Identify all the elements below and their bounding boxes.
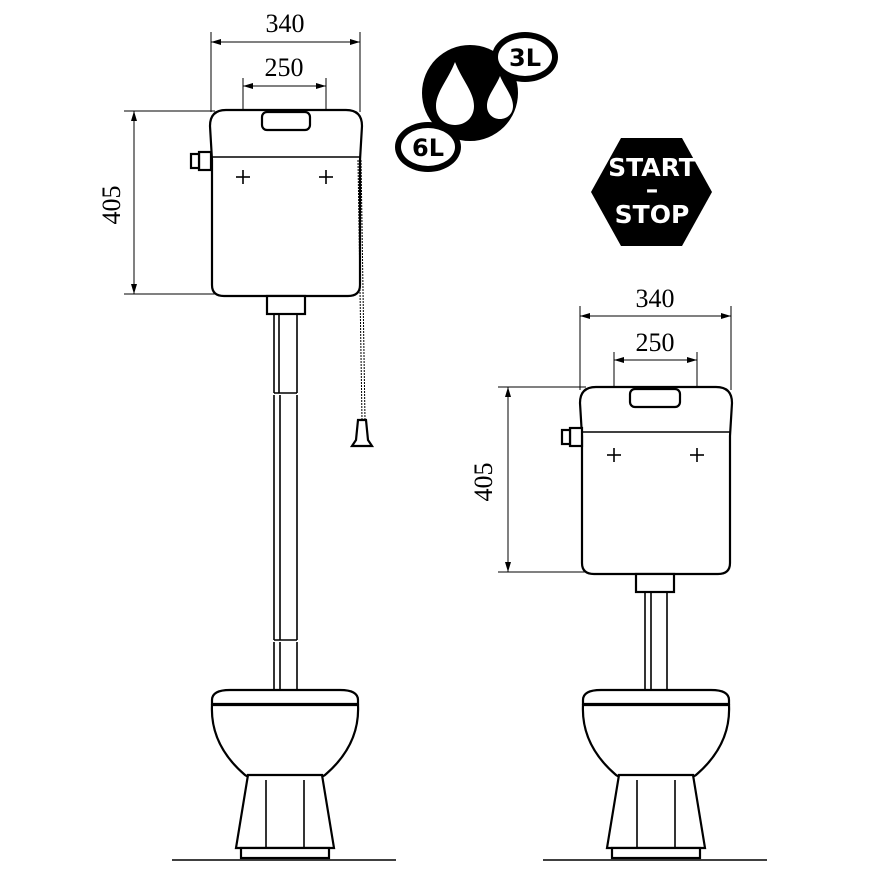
low-cistern-flush-button — [628, 387, 682, 409]
low-cistern-tank — [560, 385, 734, 576]
high-cistern-flush-button — [260, 110, 312, 132]
low-cistern-assembly: 340 250 405 — [469, 284, 767, 861]
high-cistern-inlet-valve — [197, 150, 213, 172]
stop-label: STOP — [615, 200, 690, 229]
low-cistern-inlet-valve — [568, 426, 584, 448]
high-cistern-assembly: 340 250 405 — [97, 9, 396, 861]
low-cistern-width-dimension: 340 — [579, 284, 732, 390]
large-drop-icon — [436, 62, 474, 125]
low-cistern-hole-spacing-dimension: 250 — [613, 328, 698, 392]
dual-flush-badge: 3L 6L — [395, 32, 558, 172]
small-volume-label: 3L — [509, 44, 541, 72]
high-cistern-pull-chain — [349, 159, 375, 448]
high-cistern-flush-pipe — [265, 294, 307, 700]
start-stop-dash: – — [646, 175, 659, 204]
high-cistern-hole-spacing-label: 250 — [265, 53, 304, 82]
high-cistern-width-dimension: 340 — [210, 9, 361, 112]
high-cistern-height-dimension: 405 — [97, 110, 215, 295]
low-cistern-hole-spacing-label: 250 — [636, 328, 675, 357]
high-cistern-hole-spacing-dimension: 250 — [242, 53, 327, 112]
low-cistern-toilet-bowl — [543, 688, 767, 861]
large-volume-label: 6L — [412, 134, 444, 162]
high-cistern-height-label: 405 — [97, 186, 126, 225]
high-cistern-toilet-bowl — [172, 688, 396, 861]
low-cistern-height-label: 405 — [469, 463, 498, 502]
high-cistern-width-label: 340 — [266, 9, 305, 38]
small-drop-icon — [487, 76, 513, 119]
low-cistern-height-dimension: 405 — [469, 386, 586, 573]
low-cistern-flush-pipe — [634, 572, 676, 694]
start-label: START — [608, 153, 696, 182]
low-cistern-width-label: 340 — [636, 284, 675, 313]
start-stop-hexagon — [591, 138, 712, 246]
start-stop-badge: START – STOP — [591, 138, 712, 246]
high-cistern-tank — [189, 108, 364, 298]
